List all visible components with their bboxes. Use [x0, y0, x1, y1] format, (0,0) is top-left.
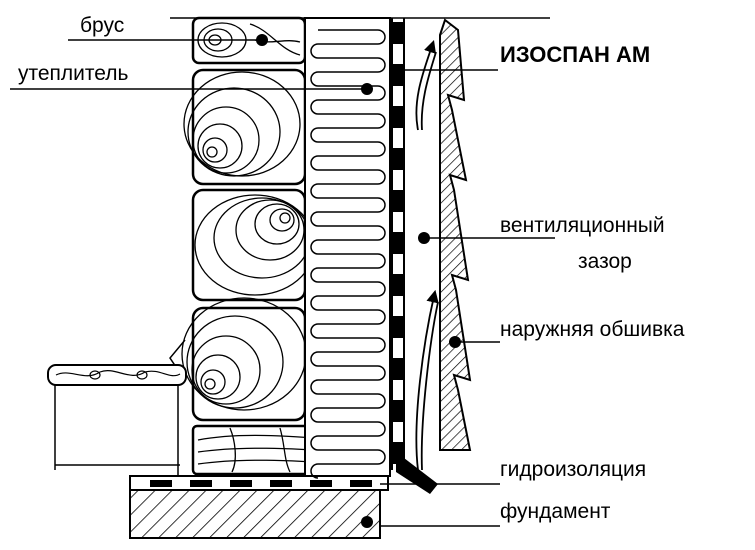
membrane-dash: [392, 274, 404, 296]
label-vent-gap-2: зазор: [578, 250, 632, 273]
drip-flashing: [396, 458, 438, 494]
label-foundation: фундамент: [500, 500, 611, 523]
ventilation-arrows: [415, 40, 439, 471]
leaders: [10, 34, 555, 528]
label-vent-gap-1: вентиляционный: [500, 214, 665, 237]
foundation: [129, 475, 389, 539]
insulation-wave: [310, 29, 386, 479]
cladding-layer: [439, 18, 472, 451]
label-waterproofing: гидроизоляция: [500, 458, 646, 481]
insulation-layer: [304, 17, 391, 479]
membrane-dash: [392, 148, 404, 170]
foundation-waterproofing-strip: [150, 480, 372, 487]
membrane-dash: [392, 190, 404, 212]
label-cladding: наружняя обшивка: [500, 318, 685, 341]
membrane-dash: [392, 358, 404, 380]
label-timber: брус: [80, 14, 124, 37]
label-insulation: утеплитель: [18, 62, 129, 85]
membrane-dash: [392, 316, 404, 338]
floor-joist: [47, 364, 187, 470]
membrane-dash: [392, 232, 404, 254]
membrane-dash: [392, 106, 404, 128]
membrane-layer: [391, 18, 405, 470]
label-membrane: ИЗОСПАН АМ: [500, 42, 650, 67]
membrane-dash: [392, 22, 404, 44]
membrane-dash: [392, 400, 404, 422]
